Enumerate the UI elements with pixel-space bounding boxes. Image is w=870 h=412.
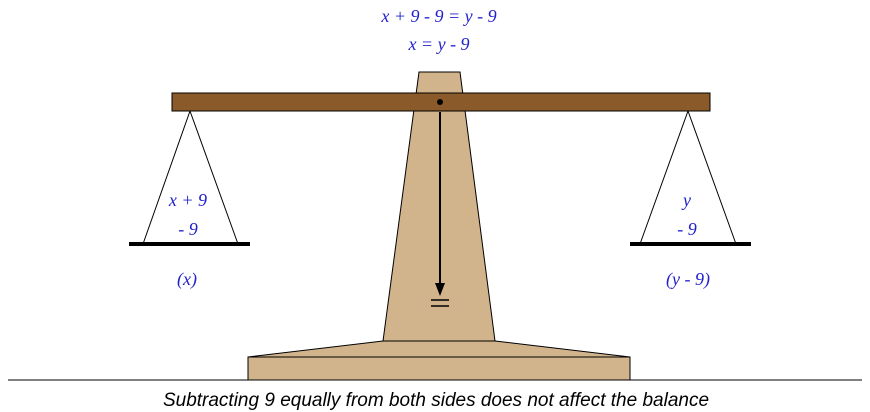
left-pan-result: (x): [177, 269, 197, 290]
left-pan-label-1: x + 9: [168, 190, 207, 210]
stand-base-top: [248, 341, 630, 357]
caption: Subtracting 9 equally from both sides do…: [163, 390, 709, 411]
left-pan-label-2: - 9: [178, 219, 198, 239]
right-pan-result: (y - 9): [666, 269, 710, 290]
pivot-point: [437, 99, 443, 105]
right-pan-plate: [630, 242, 751, 246]
equation-line-1: x + 9 - 9 = y - 9: [380, 6, 496, 26]
equation-line-2: x = y - 9: [407, 34, 469, 54]
left-pan-plate: [129, 242, 250, 246]
stand-base: [248, 357, 630, 380]
right-pan-label-2: - 9: [677, 219, 697, 239]
right-pan-label-1: y: [681, 190, 691, 210]
